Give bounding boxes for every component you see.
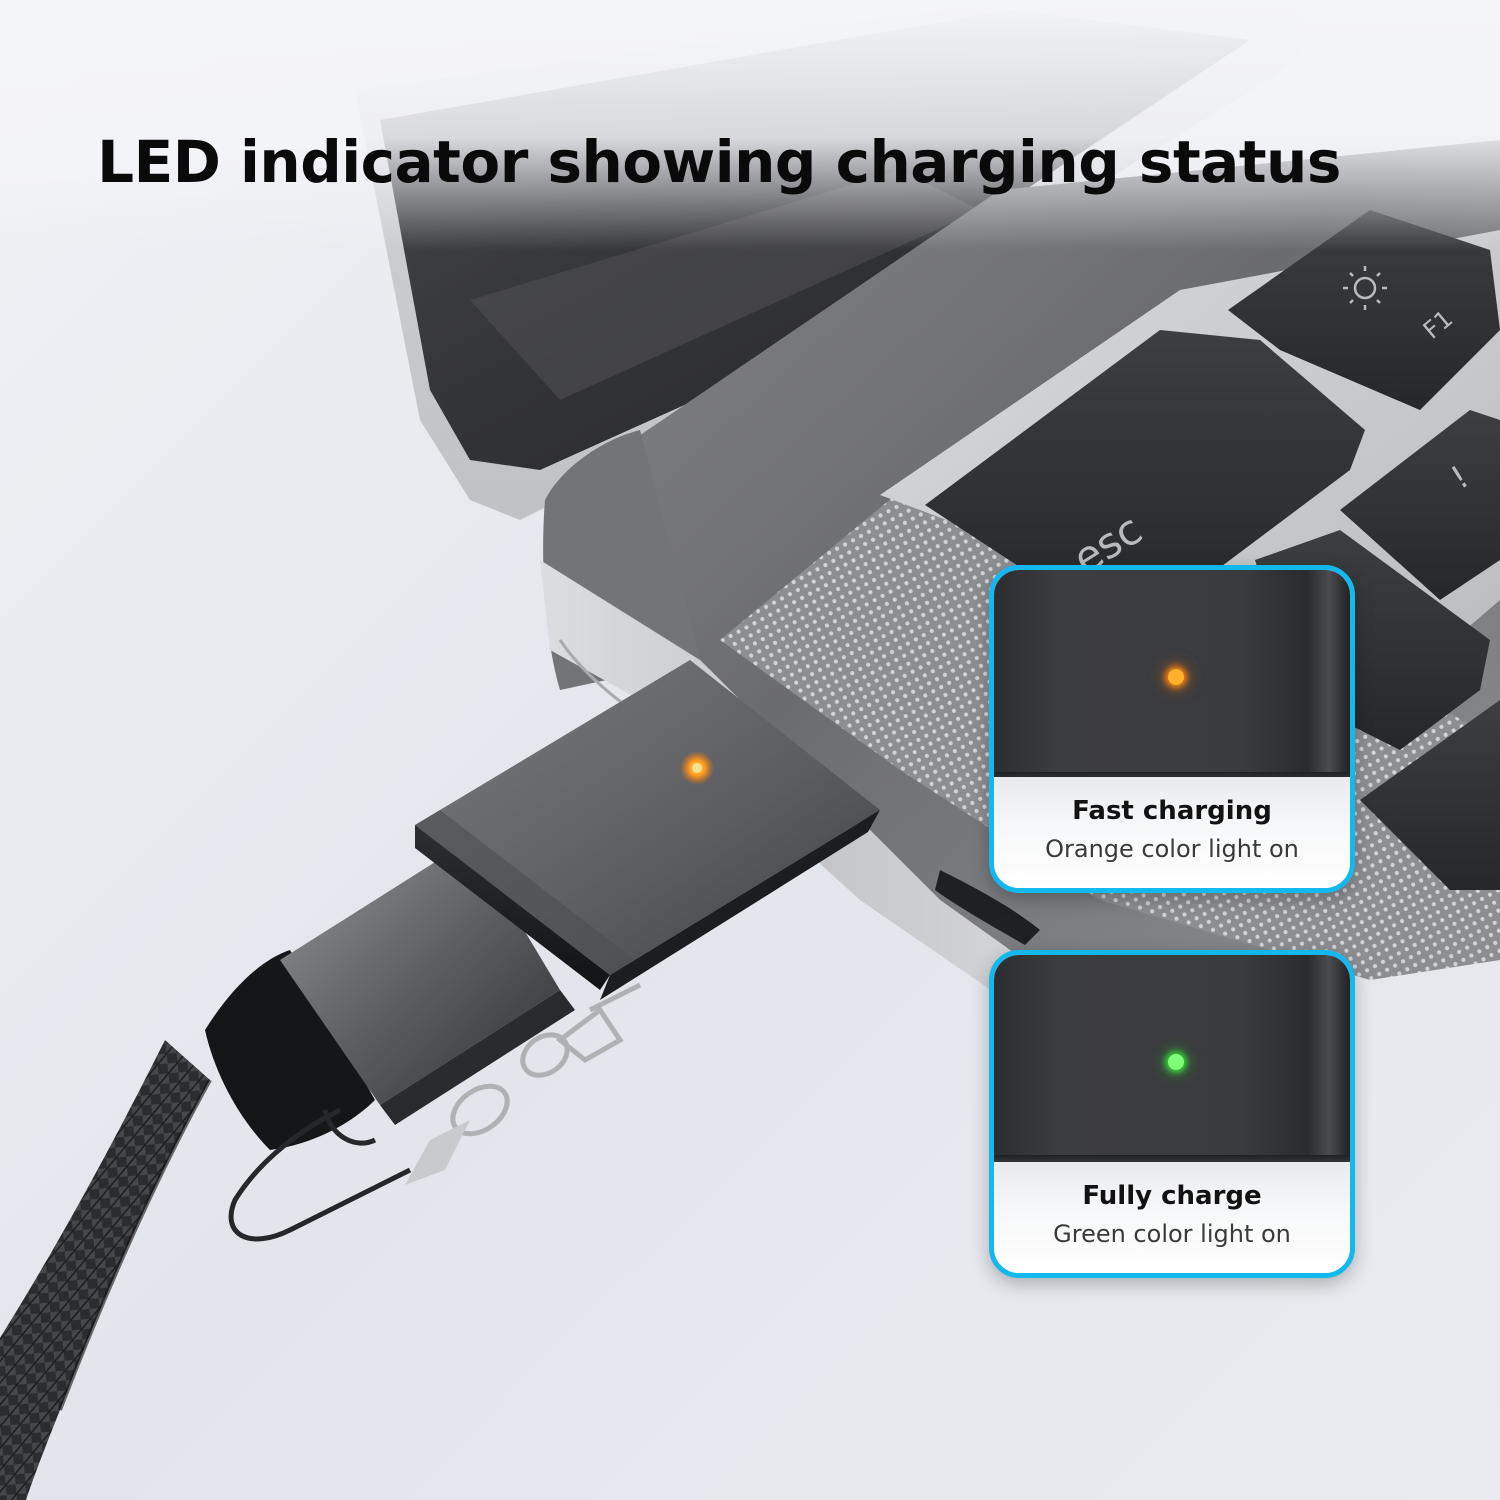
lanyard-clasp [450, 982, 642, 1137]
headline: LED indicator showing charging status [0, 128, 1500, 196]
connector-closeup [994, 955, 1350, 1167]
fast-charging-indicator-card: Fast charging Orange color light on [989, 565, 1355, 893]
orange-led-icon [1168, 669, 1184, 685]
caption-panel: Fully charge Green color light on [994, 1162, 1350, 1273]
green-led-icon [1168, 1054, 1184, 1070]
card-subtitle: Green color light on [1053, 1220, 1291, 1248]
headline-text: LED indicator showing charging status [97, 128, 1341, 196]
fully-charged-indicator-card: Fully charge Green color light on [989, 950, 1355, 1278]
keyboard-keys: F1 esc ! [925, 210, 1500, 890]
card-title: Fully charge [1082, 1181, 1262, 1211]
card-title: Fast charging [1072, 796, 1272, 826]
caption-panel: Fast charging Orange color light on [994, 777, 1350, 888]
connector-closeup [994, 570, 1350, 784]
card-subtitle: Orange color light on [1045, 835, 1299, 863]
